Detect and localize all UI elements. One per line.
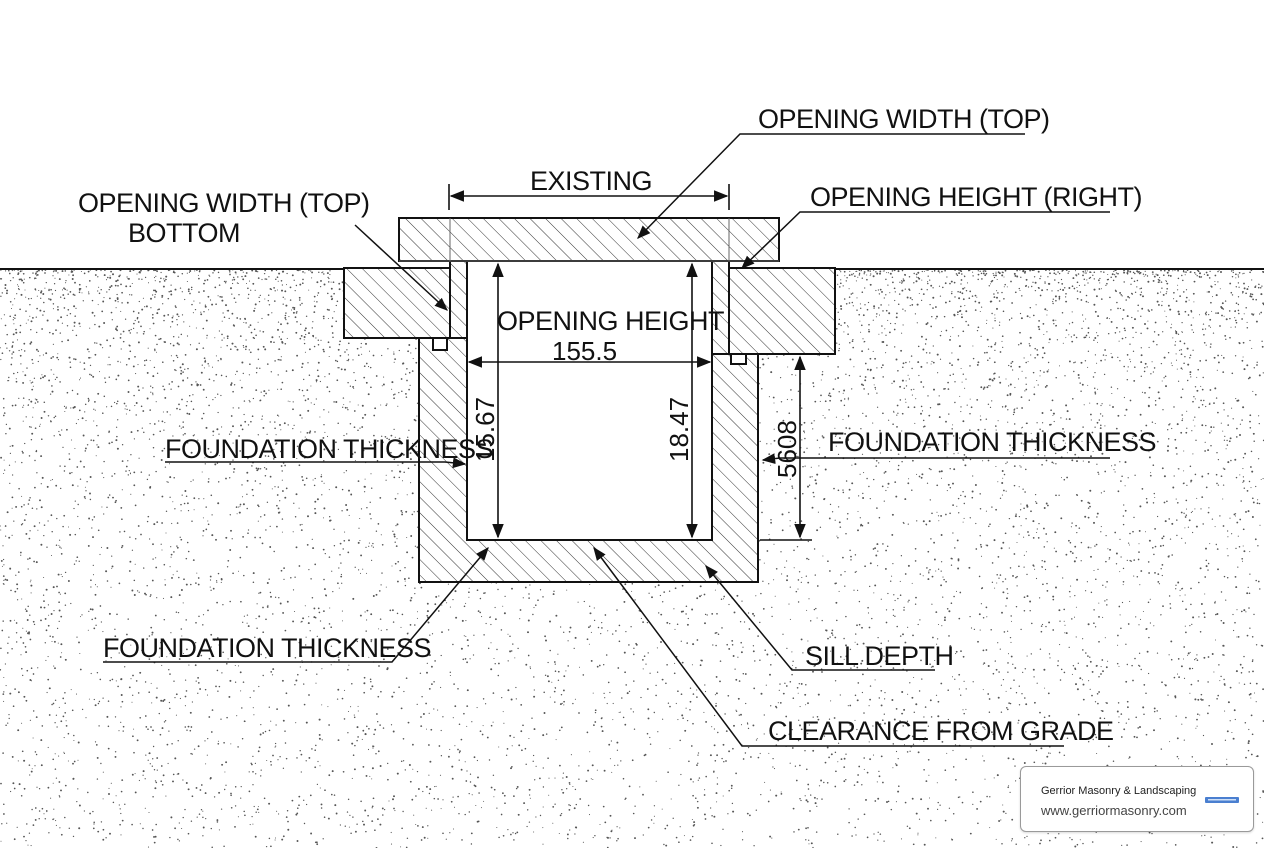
outer-height-value: 5608 bbox=[772, 420, 802, 478]
right-height-value: 18.47 bbox=[664, 397, 694, 462]
foundation-thickness-left-label: FOUNDATION THICKNESS bbox=[165, 434, 493, 464]
left-footing-block bbox=[343, 267, 451, 339]
sill-depth-label: SILL DEPTH bbox=[805, 641, 954, 671]
outer-height-dimension bbox=[760, 353, 812, 541]
top-lintel bbox=[398, 217, 780, 262]
interior-dimensions bbox=[467, 262, 712, 539]
opening-width-top-left-label: OPENING WIDTH (TOP) bbox=[78, 188, 370, 218]
company-logo-icon bbox=[1205, 797, 1239, 803]
right-footing-block bbox=[728, 267, 836, 355]
foundation-thickness-right-label: FOUNDATION THICKNESS bbox=[828, 427, 1156, 457]
foundation-thickness-bottom-label: FOUNDATION THICKNESS bbox=[103, 633, 431, 663]
left-notch bbox=[432, 337, 448, 351]
leader-lines bbox=[103, 133, 1110, 747]
right-notch bbox=[730, 353, 747, 365]
left-wall-upper bbox=[449, 260, 468, 339]
construction-lines bbox=[399, 218, 779, 262]
existing-dimension bbox=[448, 184, 730, 210]
clearance-from-grade-label: CLEARANCE FROM GRADE bbox=[768, 716, 1114, 746]
company-name: Gerrior Masonry & Landscaping bbox=[1041, 785, 1197, 797]
concrete-sections bbox=[343, 217, 836, 583]
bottom-label: BOTTOM bbox=[128, 218, 240, 248]
company-url[interactable]: www.gerriormasonry.com bbox=[1041, 803, 1187, 818]
opening-height-right-label: OPENING HEIGHT (RIGHT) bbox=[810, 182, 1142, 212]
opening-height-label: OPENING HEIGHT bbox=[497, 306, 724, 336]
opening-width-top-label: OPENING WIDTH (TOP) bbox=[758, 104, 1050, 134]
left-height-value: 15.67 bbox=[470, 397, 500, 462]
existing-label: EXISTING bbox=[530, 166, 652, 196]
width-value: 155.5 bbox=[552, 336, 617, 366]
credit-card: Gerrior Masonry & Landscaping www.gerrio… bbox=[1020, 766, 1254, 832]
opening bbox=[466, 260, 713, 541]
